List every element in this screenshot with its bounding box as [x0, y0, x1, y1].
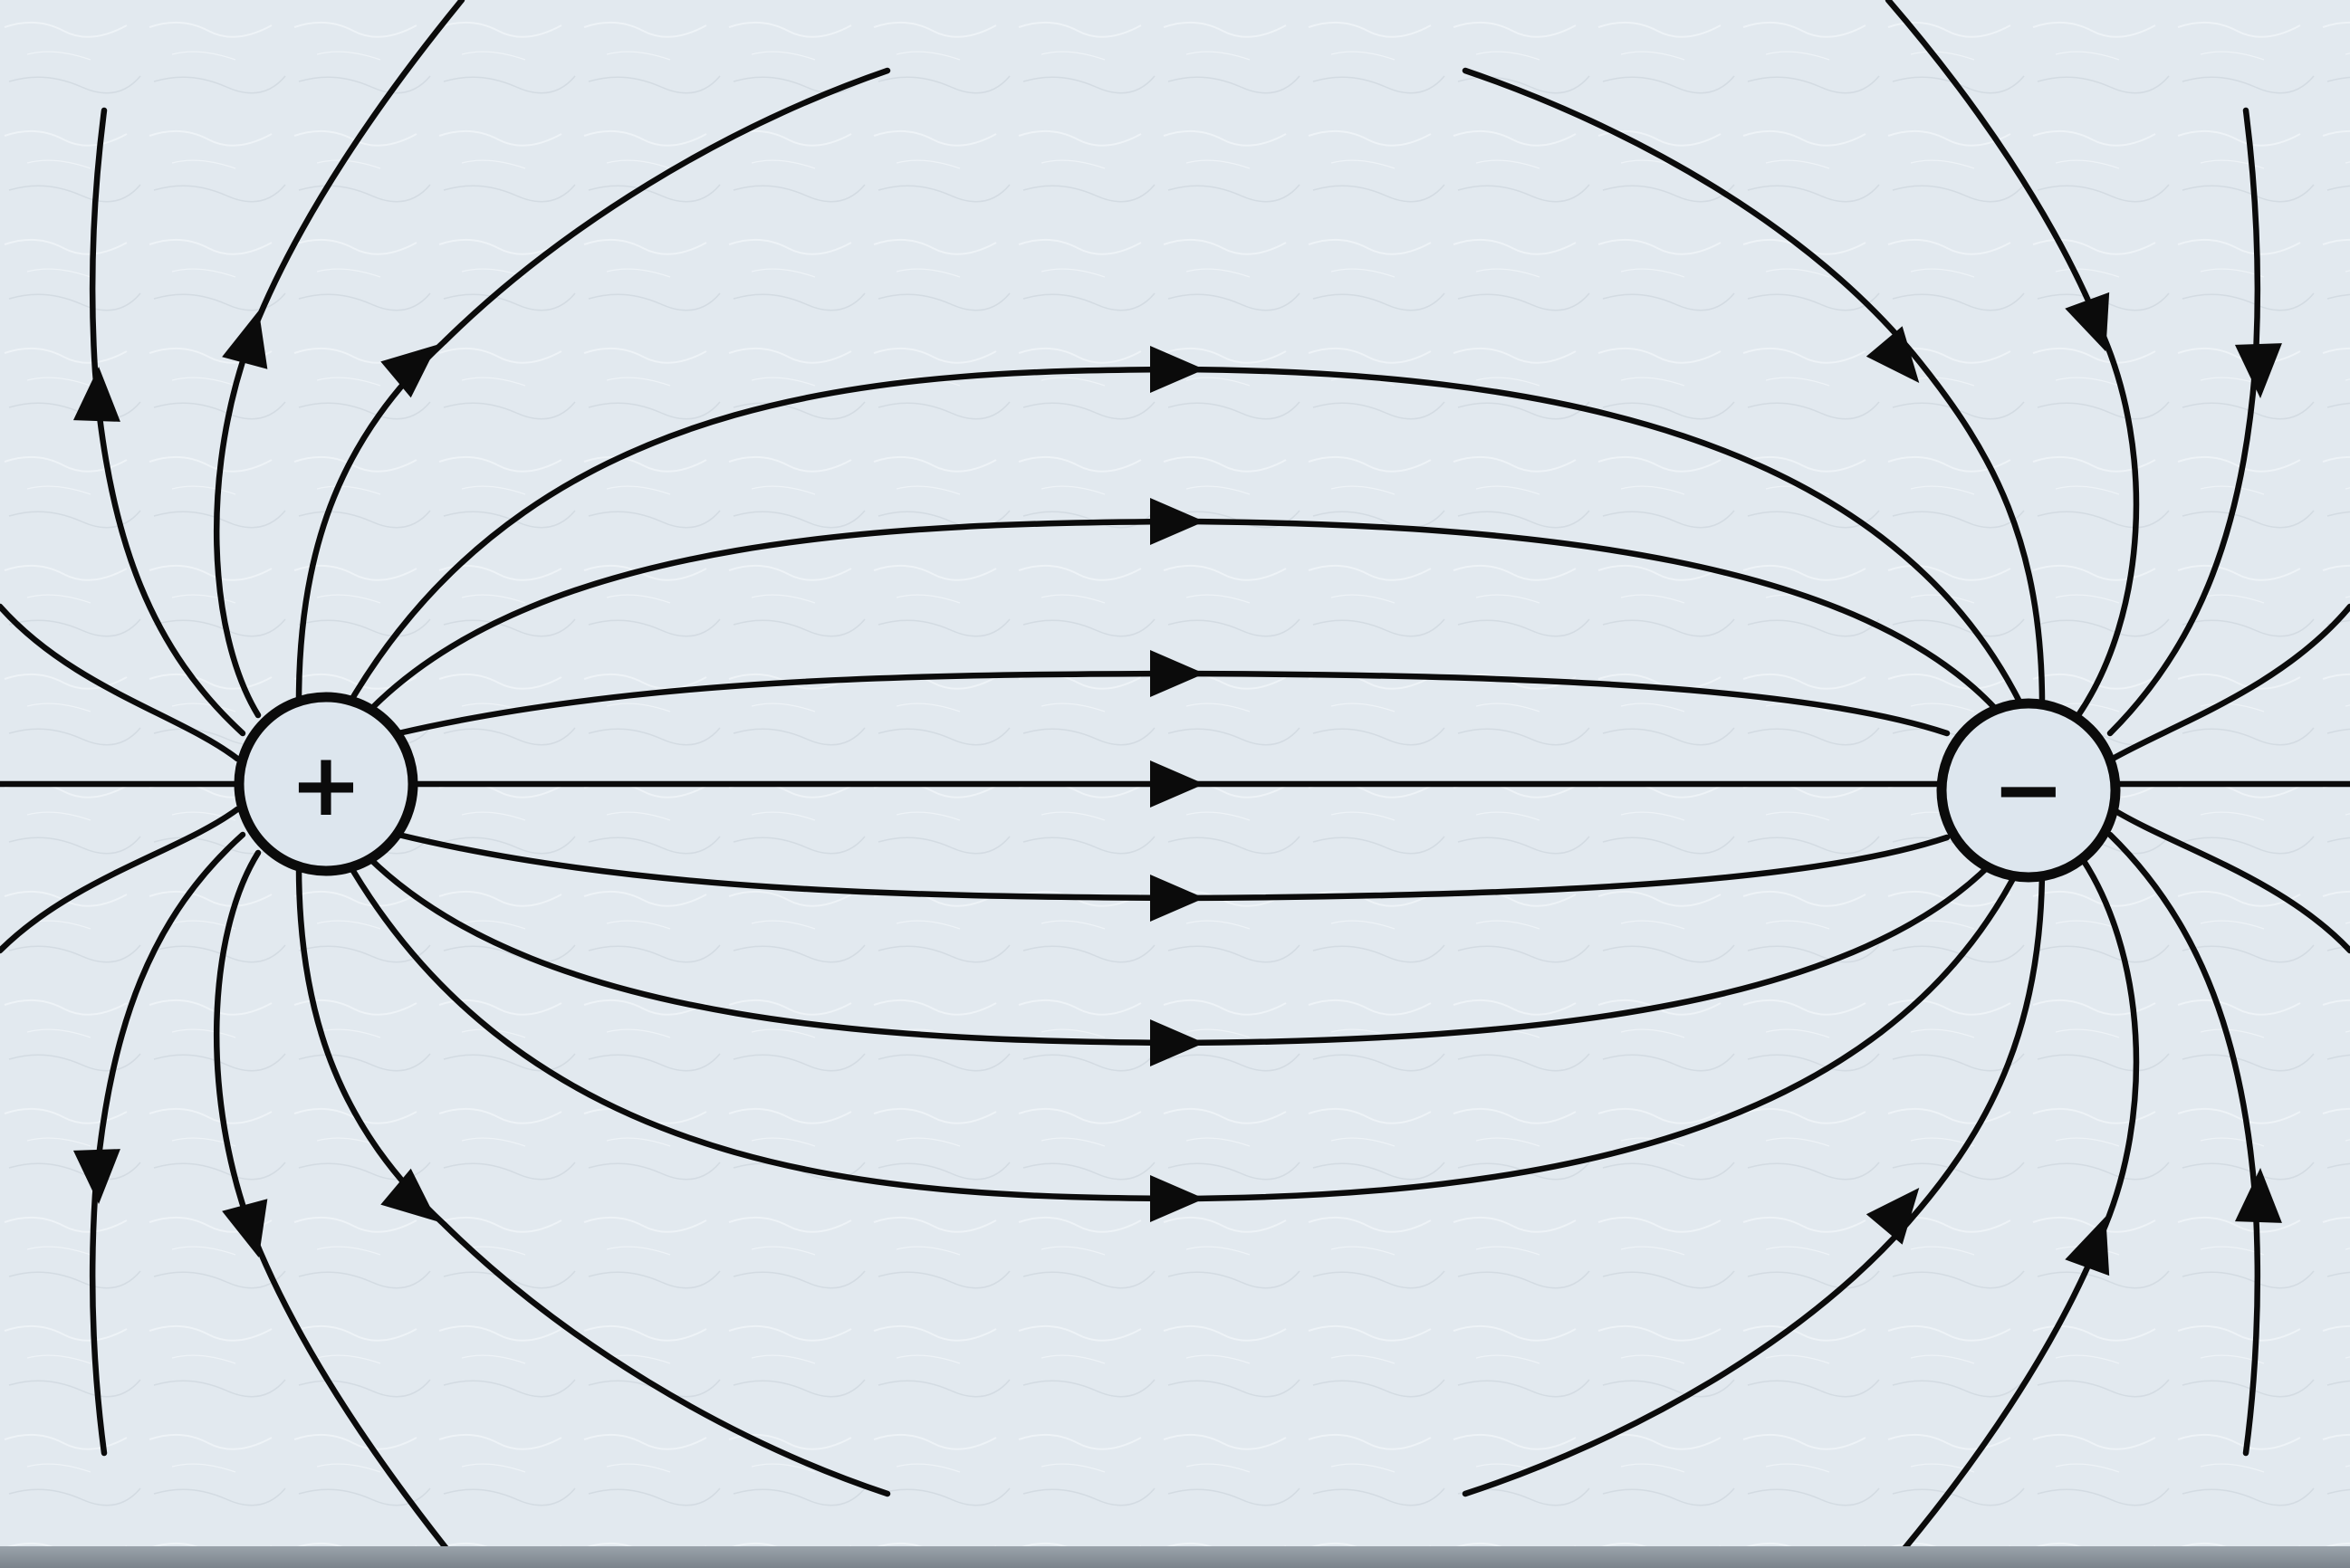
field-line [295, 863, 891, 1497]
field-line [0, 603, 241, 762]
field-line [2106, 107, 2261, 737]
positive-charge: + [234, 692, 418, 876]
arrowhead-icon [2065, 292, 2110, 352]
arrowhead-icon [380, 1168, 437, 1222]
plus-charge-icon: + [290, 734, 362, 836]
field-line [2109, 603, 2350, 762]
field-line [2106, 831, 2261, 1457]
arrowhead-icon [2065, 1216, 2110, 1276]
arrowhead-icon [1150, 346, 1204, 393]
field-line [295, 67, 891, 705]
arrowhead-icon [380, 344, 437, 398]
arrowhead-icon [1150, 498, 1204, 545]
arrowhead-icon [1150, 760, 1204, 808]
arrowheads-group [72, 292, 2282, 1276]
arrowhead-icon [2234, 343, 2282, 398]
arrowhead-icon [222, 1199, 268, 1257]
arrowhead-icon [1150, 1175, 1204, 1222]
arrowhead-icon [72, 367, 120, 422]
arrowhead-icon [222, 311, 268, 369]
arrowhead-icon [1866, 326, 1920, 383]
arrowhead-icon [1150, 1019, 1204, 1066]
arrowhead-icon [2234, 1168, 2282, 1223]
negative-charge-circle [1936, 698, 2121, 883]
bottom-frame-strip [0, 1546, 2350, 1568]
minus-charge-icon: − [1992, 739, 2065, 840]
field-line [0, 806, 241, 954]
field-line [2109, 806, 2350, 954]
negative-charge: − [1936, 698, 2121, 883]
arrowhead-icon [1150, 650, 1204, 697]
positive-charge-circle [234, 692, 418, 876]
arrowhead-icon [72, 1149, 120, 1204]
arrowhead-icon [1866, 1188, 1920, 1245]
arrowhead-icon [1150, 875, 1204, 922]
